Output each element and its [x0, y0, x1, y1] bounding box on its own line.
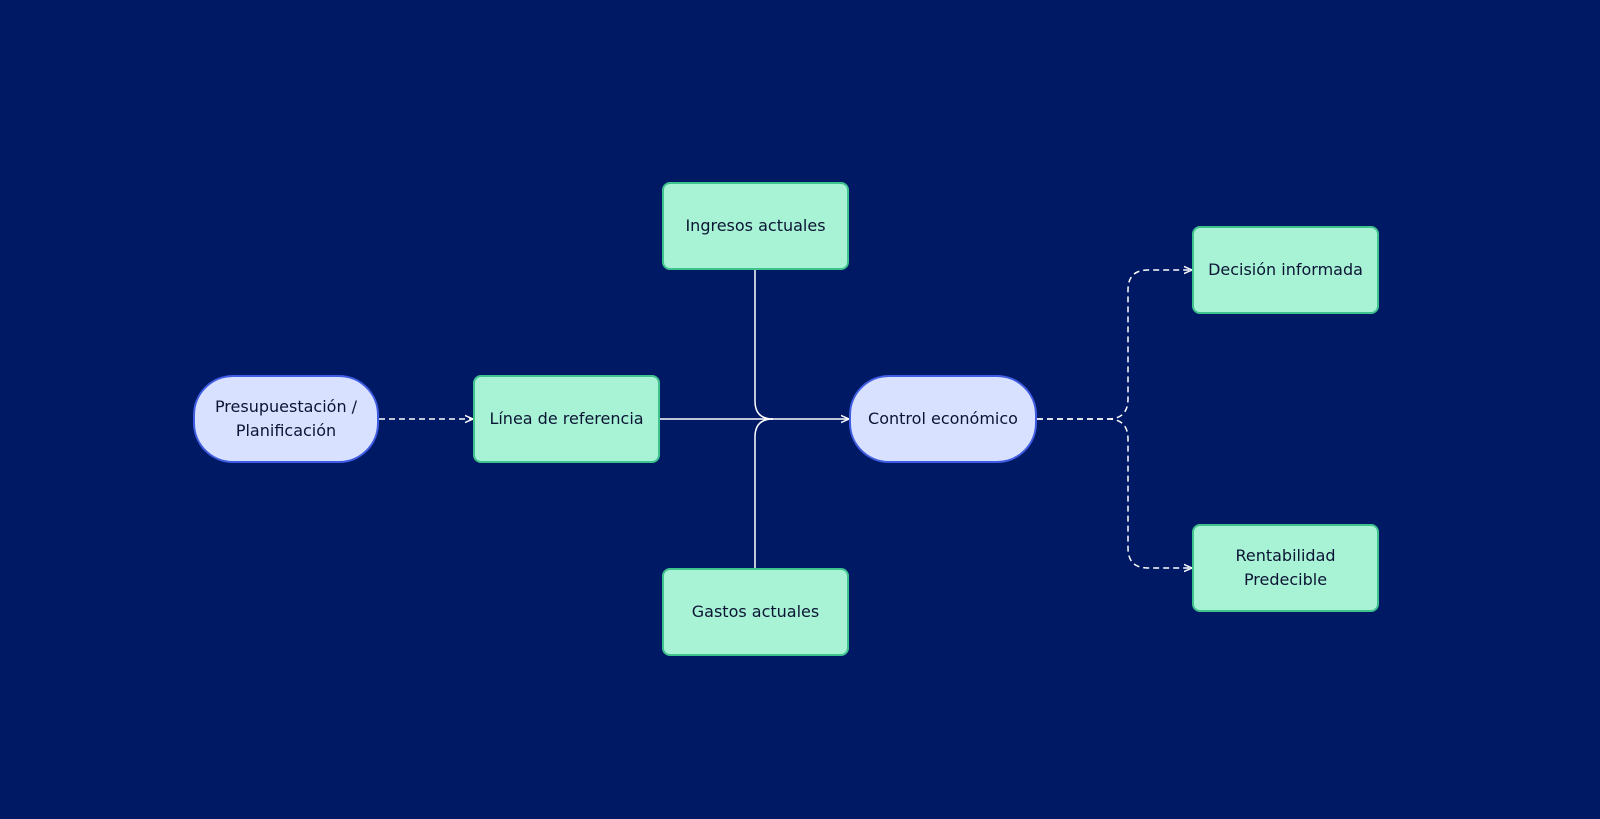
- node-label: Presupuestación / Planificación: [214, 397, 358, 440]
- edge-gastos-to-control: [754, 418, 774, 568]
- node-ingresos-actuales: Ingresos actuales: [662, 182, 849, 270]
- node-linea-de-referencia: Línea de referencia: [473, 375, 660, 463]
- node-rentabilidad-predecible: Rentabilidad Predecible: [1192, 524, 1379, 612]
- node-gastos-actuales: Gastos actuales: [662, 568, 849, 656]
- node-label: Gastos actuales: [691, 602, 820, 621]
- node-decision-informada: Decisión informada: [1192, 226, 1379, 314]
- edge-ingresos-to-control: [754, 270, 774, 420]
- node-presupuestacion-planificacion: Presupuestación / Planificación: [193, 375, 379, 463]
- node-label: Rentabilidad Predecible: [1235, 546, 1336, 589]
- node-label: Control económico: [868, 409, 1018, 428]
- node-control-economico: Control económico: [849, 375, 1037, 463]
- node-label: Decisión informada: [1208, 260, 1363, 279]
- node-label: Ingresos actuales: [685, 216, 826, 235]
- edge-control-to-decision: [1037, 270, 1192, 420]
- node-label: Línea de referencia: [489, 409, 644, 428]
- edge-control-to-rentabilidad: [1037, 418, 1192, 568]
